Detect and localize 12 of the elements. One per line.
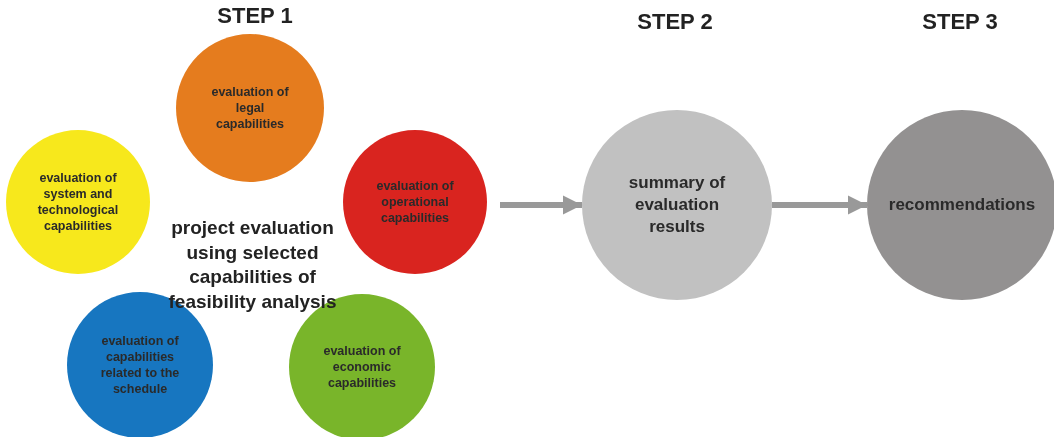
circle-label: evaluation of operational capabilities [375,177,455,227]
circle-label: evaluation of capabilities related to the schedule [99,332,181,398]
circle-label: recommendations [887,193,1037,216]
step-heading: STEP 1 [216,2,294,30]
circle-label: evaluation of legal capabilities [210,83,290,133]
step-heading: STEP 2 [636,8,714,36]
arrow [772,195,867,215]
circle-label: evaluation of system and technological capabilities [36,169,120,235]
circle-label: summary of evaluation results [627,171,727,239]
step-heading: STEP 3 [921,8,999,36]
circle-label: evaluation of economic capabilities [322,342,402,392]
arrow [500,195,582,215]
